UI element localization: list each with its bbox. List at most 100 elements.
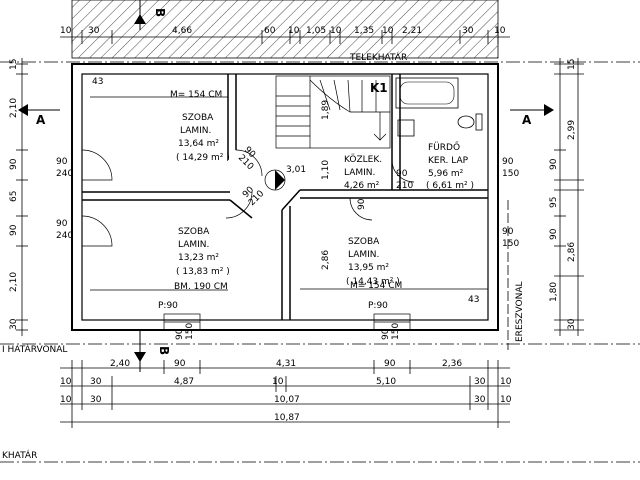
window-150-b: 150 <box>391 323 401 340</box>
door-150-h: 150 <box>502 239 519 249</box>
h286: 2,86 <box>321 250 331 270</box>
section-b-top-label: B <box>153 8 167 17</box>
room-szoba2-area: 13,23 m² <box>178 253 219 263</box>
right-dimension-lines <box>554 58 584 336</box>
section-a-left-marker <box>18 104 60 116</box>
door-240-b: 240 <box>56 231 73 241</box>
dim-bottom1-2: 4,31 <box>276 359 296 369</box>
room-szoba1-area2: ( 14,29 m² ) <box>176 153 230 163</box>
door-210-e: 210 <box>396 181 413 191</box>
dim-left-2: 90 <box>9 158 19 170</box>
dim-left-0: 15 <box>9 59 19 70</box>
hatarvonal-label: I HATÁRVONAL <box>2 343 67 355</box>
room-szoba1-floor: LAMIN. <box>180 126 211 136</box>
compass-fill <box>275 170 285 190</box>
dim-bottom2-4: 5,10 <box>376 377 396 387</box>
room-szoba2-name: SZOBA <box>178 227 210 237</box>
window-90-b: 90 <box>381 328 391 340</box>
dim-top-2: 4,66 <box>172 26 192 36</box>
bottom-dimension-lines <box>60 360 510 428</box>
dim-right-0: 15 <box>567 59 577 70</box>
d43-top: 43 <box>92 77 103 87</box>
dim-top-6: 10 <box>330 26 342 36</box>
room-szoba2-area2: ( 13,83 m² ) <box>176 267 230 277</box>
left-dimension-line <box>16 58 28 336</box>
h301: 3,01 <box>286 165 306 175</box>
dim-top-3: 60 <box>264 26 276 36</box>
dim-right-8: 30 <box>567 318 577 330</box>
door-240-a: 240 <box>56 169 73 179</box>
dim-bottom2-2: 4,87 <box>174 377 194 387</box>
bm190: BM. 190 CM <box>174 282 228 292</box>
door-90-a: 90 <box>56 157 68 167</box>
dim-bottom2-6: 10 <box>500 377 512 387</box>
room-furdo-area2: ( 6,61 m² ) <box>426 181 474 191</box>
dim-left-4: 90 <box>9 224 19 236</box>
doors <box>81 149 415 247</box>
room-szoba2-floor: LAMIN. <box>178 240 209 250</box>
bathtub-inner <box>399 81 455 105</box>
door-90-f: 90 <box>357 198 367 210</box>
room-szoba3-area: 13,95 m² <box>348 263 389 273</box>
interior-walls <box>82 74 488 320</box>
room-furdo-name: FÜRDŐ <box>428 142 460 153</box>
door-90-e: 90 <box>396 169 408 179</box>
section-b-bottom-marker <box>134 330 146 372</box>
toilet <box>457 115 475 129</box>
windows <box>163 313 411 331</box>
window-90-a: 90 <box>175 328 185 340</box>
toilet-tank <box>475 113 483 131</box>
dim-bottom3-1: 30 <box>90 395 102 405</box>
telekhatar-bottom-label: KHATÁR <box>2 449 37 461</box>
dim-bottom4-0: 10,87 <box>274 413 300 423</box>
dim-right-inner-2: 90 <box>549 228 559 240</box>
dim-left-5: 2,10 <box>9 272 19 292</box>
outer-wall <box>71 63 499 331</box>
dim-bottom1-4: 2,36 <box>442 359 462 369</box>
dim-left-3: 65 <box>9 191 19 202</box>
dim-top-9: 2,21 <box>402 26 422 36</box>
dim-bottom3-2: 10,07 <box>274 395 300 405</box>
dim-right-inner-0: 90 <box>549 158 559 170</box>
dim-bottom3-3: 30 <box>474 395 486 405</box>
ereszvonal-label: ERESZVONAL <box>515 282 525 343</box>
p90-right: P:90 <box>368 301 388 311</box>
dim-bottom3-4: 10 <box>500 395 512 405</box>
d43-bottom: 43 <box>468 295 479 305</box>
bathtub <box>395 77 459 109</box>
room-szoba3-area2: ( 14,43 m² ) <box>346 277 400 287</box>
dim-right-4: 95 <box>549 197 559 208</box>
m154-top: M= 154 CM <box>170 90 222 100</box>
dim-top-11: 10 <box>494 26 506 36</box>
roof-hatch-area <box>71 0 499 59</box>
room-kozlek-name: KÖZLEK. <box>344 154 382 165</box>
section-b-top-marker <box>134 0 146 30</box>
stair-label: K1 <box>370 81 388 95</box>
room-szoba3-floor: LAMIN. <box>348 250 379 260</box>
dim-bottom3-0: 10 <box>60 395 72 405</box>
section-b-bottom-label: B <box>157 346 171 355</box>
room-furdo-floor: KER. LAP <box>428 156 469 166</box>
room-kozlek-area: 4,26 m² <box>344 181 380 191</box>
dim-right-2: 2,99 <box>567 120 577 140</box>
dim-bottom2-1: 30 <box>90 377 102 387</box>
dim-bottom2-3: 10 <box>272 377 284 387</box>
dim-bottom1-0: 2,40 <box>110 359 130 369</box>
section-a-right-label: A <box>522 113 532 127</box>
dim-bottom2-5: 30 <box>474 377 486 387</box>
sink <box>397 119 415 137</box>
dim-top-10: 30 <box>462 26 474 36</box>
dim-bottom1-3: 90 <box>384 359 396 369</box>
dim-bottom2-0: 10 <box>60 377 72 387</box>
room-kozlek-floor: LAMIN. <box>344 168 375 178</box>
door-90-g: 90 <box>502 157 514 167</box>
d110: 1,10 <box>321 160 331 180</box>
dim-top-8: 10 <box>382 26 394 36</box>
window-150-a: 150 <box>185 323 195 340</box>
dim-left-1: 2,10 <box>9 98 19 118</box>
telekhatar-top-label: TELEKHATÁR <box>349 51 407 63</box>
dim-top-5: 1,05 <box>306 26 326 36</box>
dim-top-0: 10 <box>60 26 72 36</box>
dim-right-6: 2,86 <box>567 242 577 262</box>
